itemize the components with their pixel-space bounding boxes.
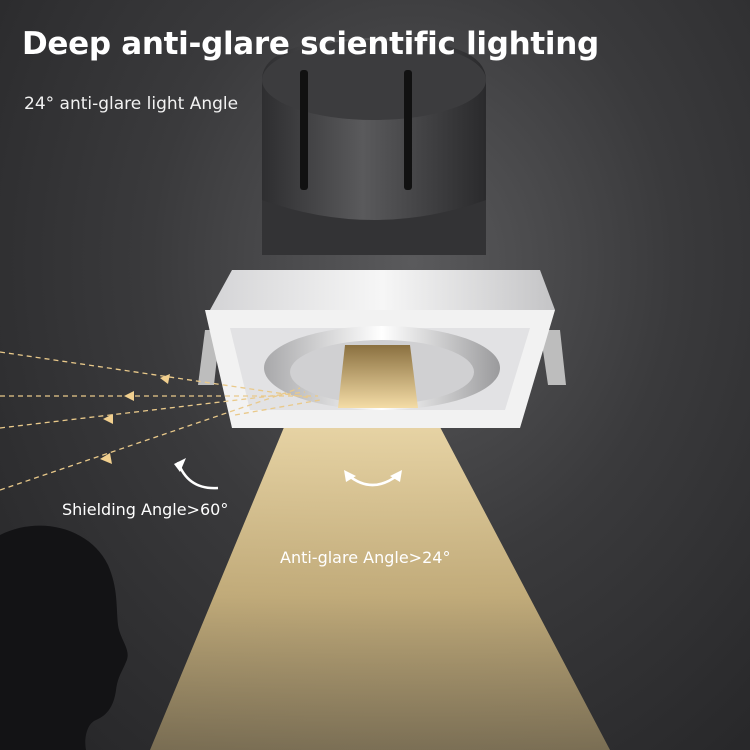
- curved-arrow-icon: [176, 461, 219, 490]
- recessed-downlight-icon: [198, 38, 566, 428]
- curved-arrow-icon: [174, 458, 186, 472]
- anti-glare-angle-label: Anti-glare Angle>24°: [280, 548, 451, 567]
- page-subtitle: 24° anti-glare light Angle: [24, 94, 239, 114]
- glare-rays: [0, 351, 321, 491]
- shielding-angle-label: Shielding Angle>60°: [62, 500, 229, 519]
- ray-arrowheads: [100, 374, 170, 464]
- light-beam: [150, 408, 610, 750]
- page-title: Deep anti-glare scientific lighting: [22, 26, 599, 62]
- curved-arrow-icon: [390, 470, 402, 482]
- human-head-silhouette-icon: [0, 525, 128, 750]
- curved-arrow-icon: [344, 470, 356, 482]
